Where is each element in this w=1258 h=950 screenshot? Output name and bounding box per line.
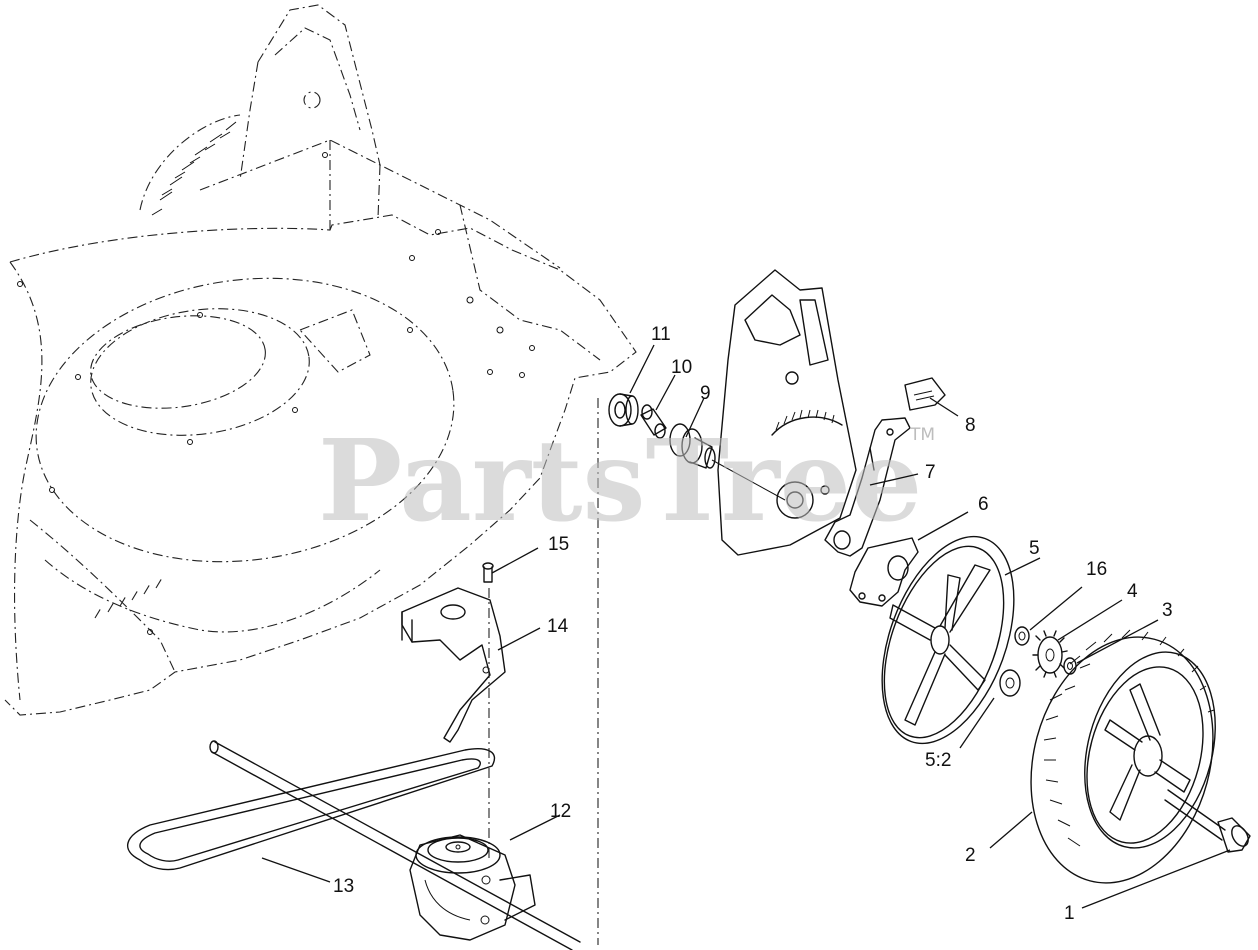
callout-2: 2 [965,845,976,866]
callout-11: 11 [651,324,671,345]
callout-6: 6 [978,494,989,515]
callout-16: 16 [1086,559,1107,580]
bracket [849,537,919,607]
spacer [669,423,786,501]
lever-grip [904,377,946,411]
adjuster-lever [824,417,911,557]
callout-15: 15 [548,534,569,555]
callout-5-2: 5:2 [925,750,951,771]
bolt [1164,789,1251,853]
drive-shaft [209,740,581,950]
callout-numbers: 1 2 3 4 5 5:2 6 7 8 9 10 11 12 13 14 15 … [333,324,1173,924]
mower-deck [4,139,637,716]
callout-1: 1 [1064,903,1075,924]
transmission [409,834,536,941]
callout-10: 10 [671,357,692,378]
bearing [608,393,639,427]
callout-3: 3 [1162,600,1173,621]
leader-lines [261,344,1231,909]
callout-13: 13 [333,876,354,897]
pinion-gear [1032,630,1068,678]
callout-4: 4 [1127,581,1138,602]
callout-8: 8 [965,415,976,436]
callout-12: 12 [550,801,571,822]
rear-height-adjuster-left [139,4,381,216]
watermark-tm: TM [909,425,935,445]
callout-9: 9 [700,383,711,404]
rear-height-adjuster-right [717,269,857,556]
callout-7: 7 [925,462,936,483]
wheel-gear [881,535,1015,745]
watermark: PartsTree [318,416,922,547]
bushing [640,404,667,439]
washer [1014,626,1030,646]
callout-5: 5 [1029,538,1040,559]
wheel [1030,629,1216,884]
drive-belt [127,748,496,871]
spacer-washer [999,669,1021,697]
callout-14: 14 [547,616,569,637]
belt-guard [401,587,506,743]
screw [482,562,494,583]
